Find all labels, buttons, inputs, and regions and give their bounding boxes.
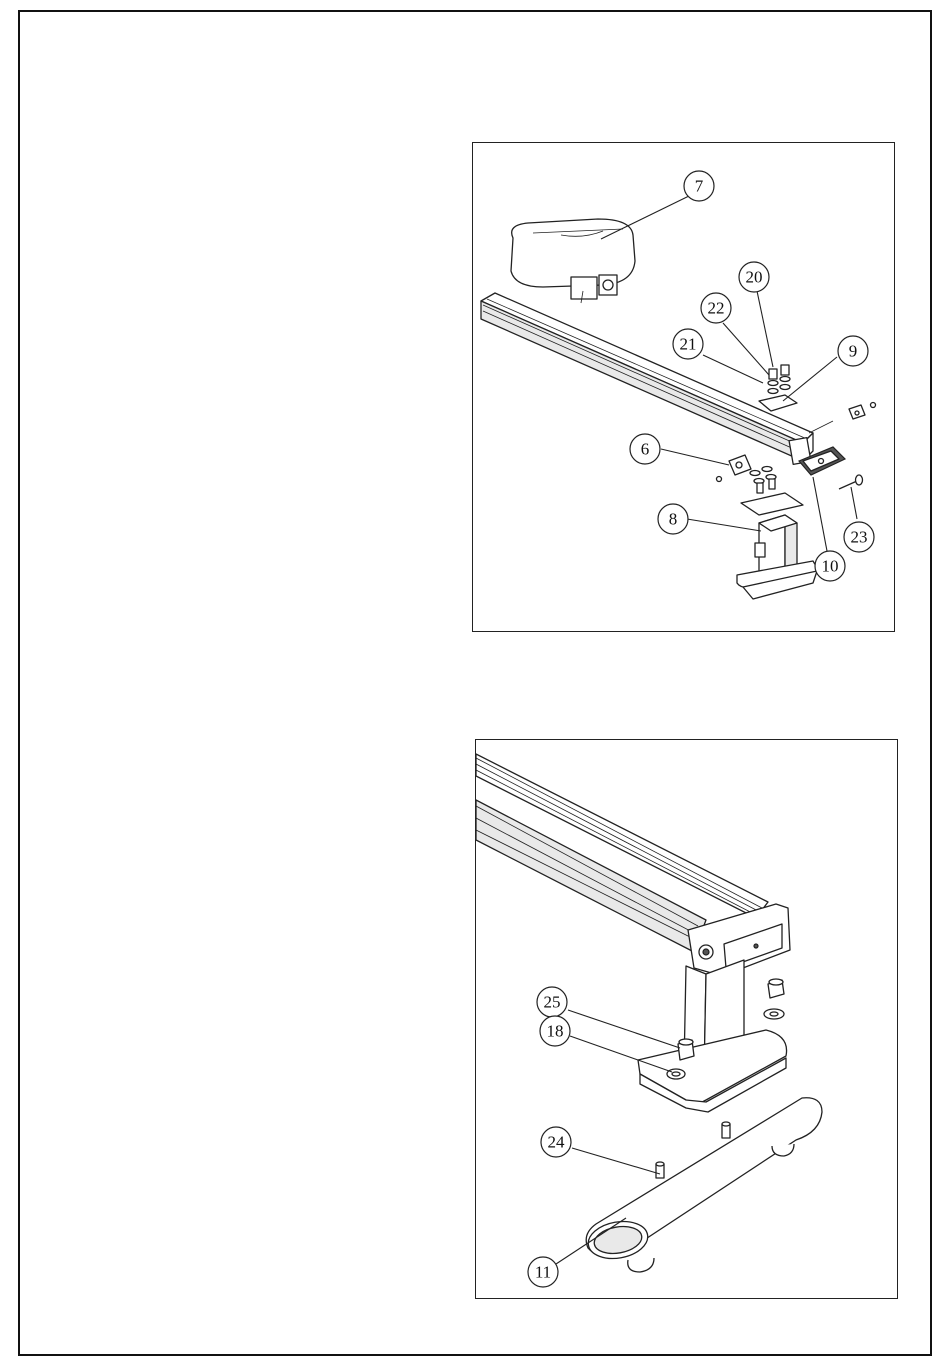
- callout-24: 24: [541, 1127, 571, 1157]
- rail-section: [476, 754, 790, 976]
- leader-20: [757, 291, 773, 367]
- leader-7: [601, 195, 691, 239]
- svg-text:24: 24: [548, 1133, 566, 1152]
- callout-7: 7: [684, 171, 714, 201]
- exploded-view-rear-stabilizer: 25 18 24 11: [475, 739, 898, 1299]
- svg-text:25: 25: [544, 993, 561, 1012]
- svg-text:11: 11: [535, 1263, 551, 1282]
- svg-text:18: 18: [547, 1022, 564, 1041]
- svg-text:10: 10: [822, 557, 839, 576]
- stop-block: [717, 455, 752, 482]
- support-post: [737, 515, 819, 599]
- callout-23: 23: [844, 522, 874, 552]
- exploded-view-seat-rail: 7 20 22 21 9 6 8 23 10: [472, 142, 895, 632]
- leader-25: [568, 1010, 680, 1048]
- callout-6: 6: [630, 434, 660, 464]
- nut-washer: [764, 979, 784, 1019]
- leader-18: [570, 1036, 672, 1072]
- leader-23: [851, 487, 857, 519]
- svg-text:6: 6: [641, 440, 650, 459]
- seat-rail-drawing: 7 20 22 21 9 6 8 23 10: [473, 143, 896, 633]
- callout-9: 9: [838, 336, 868, 366]
- svg-text:8: 8: [669, 510, 678, 529]
- leader-8: [687, 519, 761, 531]
- base-tube: [585, 1098, 822, 1272]
- callout-22: 22: [701, 293, 731, 323]
- svg-text:7: 7: [695, 177, 704, 196]
- screw: [839, 475, 863, 489]
- leader-6: [661, 449, 729, 465]
- callout-21: 21: [673, 329, 703, 359]
- leader-9: [783, 357, 837, 401]
- callout-25: 25: [537, 987, 567, 1017]
- bolt-25: [678, 1039, 694, 1060]
- callout-11: 11: [528, 1257, 558, 1287]
- leader-21: [703, 355, 763, 383]
- leader-24: [572, 1148, 660, 1174]
- callout-20: 20: [739, 262, 769, 292]
- callout-18: 18: [540, 1016, 570, 1046]
- rear-stabilizer-drawing: 25 18 24 11: [476, 740, 899, 1300]
- callout-8: 8: [658, 504, 688, 534]
- svg-text:23: 23: [851, 528, 868, 547]
- callout-10: 10: [815, 551, 845, 581]
- rear-post: [638, 960, 787, 1112]
- end-block: [849, 403, 876, 420]
- svg-text:9: 9: [849, 342, 858, 361]
- svg-text:22: 22: [708, 299, 725, 318]
- leader-10: [813, 477, 827, 551]
- mounting-plate: [741, 467, 803, 516]
- svg-text:20: 20: [746, 268, 763, 287]
- svg-text:21: 21: [680, 335, 697, 354]
